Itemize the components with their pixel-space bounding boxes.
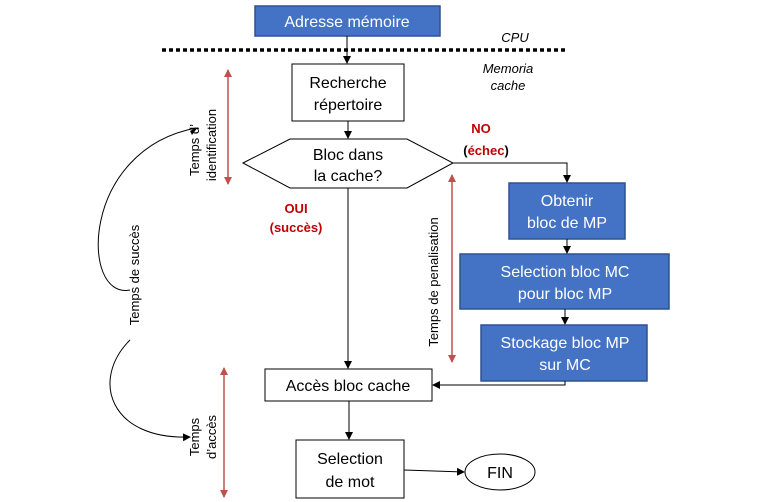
node-stockage-line2: sur MC — [539, 357, 591, 374]
label-temps-penalisation: Temps de penalisation — [426, 217, 441, 346]
node-selection-line1: Selection bloc MC — [501, 264, 630, 281]
curve-temps-succes-lower — [109, 339, 191, 442]
arrow-stockage-to-acces — [432, 381, 566, 389]
node-fin: FIN — [464, 453, 536, 491]
node-adresse-text: Adresse mémoire — [284, 14, 409, 31]
node-recherche-line2: répertoire — [314, 97, 383, 114]
cache-label-line1: Memoria — [483, 61, 534, 76]
label-no: NO — [471, 121, 491, 136]
arrow-mot-to-fin — [403, 467, 465, 476]
cache-label-line2: cache — [491, 78, 526, 93]
label-temps-ident-line1: Temps d’ — [187, 124, 202, 176]
node-recherche-line1: Recherche — [309, 75, 386, 92]
node-adresse-memoire: Adresse mémoire — [254, 5, 441, 37]
cpu-label: CPU — [501, 30, 529, 45]
label-temps-succes: Temps de succès — [127, 224, 142, 325]
node-selection-bloc: Selection bloc MC pour bloc MP — [459, 253, 670, 310]
node-acces-bloc-cache: Accès bloc cache — [264, 368, 433, 402]
label-echec: (échec) — [463, 143, 509, 158]
node-bloc-dans-la-cache: Bloc dans la cache? — [241, 138, 455, 189]
arrow-no-to-obtenir — [453, 162, 571, 183]
node-stockage-bloc: Stockage bloc MP sur MC — [480, 324, 648, 382]
node-fin-text: FIN — [487, 465, 513, 482]
node-mot-line1: Selection — [317, 451, 383, 468]
node-mot-line2: de mot — [326, 474, 375, 491]
curve-temps-succes-upper — [97, 127, 197, 291]
node-selection-line2: pour bloc MP — [518, 286, 612, 303]
node-recherche-repertoire: Recherche répertoire — [291, 63, 405, 122]
node-bloc-line2: la cache? — [314, 168, 383, 185]
node-stockage-line1: Stockage bloc MP — [501, 335, 630, 352]
node-acces-text: Accès bloc cache — [286, 378, 411, 395]
curve-temps-succes-arrowhead-top — [190, 127, 198, 135]
label-succes: (succès) — [270, 220, 323, 235]
label-temps-acces-line1: Temps — [187, 417, 202, 456]
node-bloc-line1: Bloc dans — [313, 147, 383, 164]
node-obtenir-bloc: Obtenir bloc de MP — [508, 182, 626, 240]
label-temps-acces-line2: d’accès — [204, 414, 219, 459]
label-oui: OUI — [284, 201, 307, 216]
node-obtenir-line2: bloc de MP — [527, 215, 607, 232]
label-temps-ident-line2: identification — [204, 109, 219, 181]
node-obtenir-line1: Obtenir — [541, 193, 594, 210]
node-selection-mot: Selection de mot — [295, 439, 405, 499]
